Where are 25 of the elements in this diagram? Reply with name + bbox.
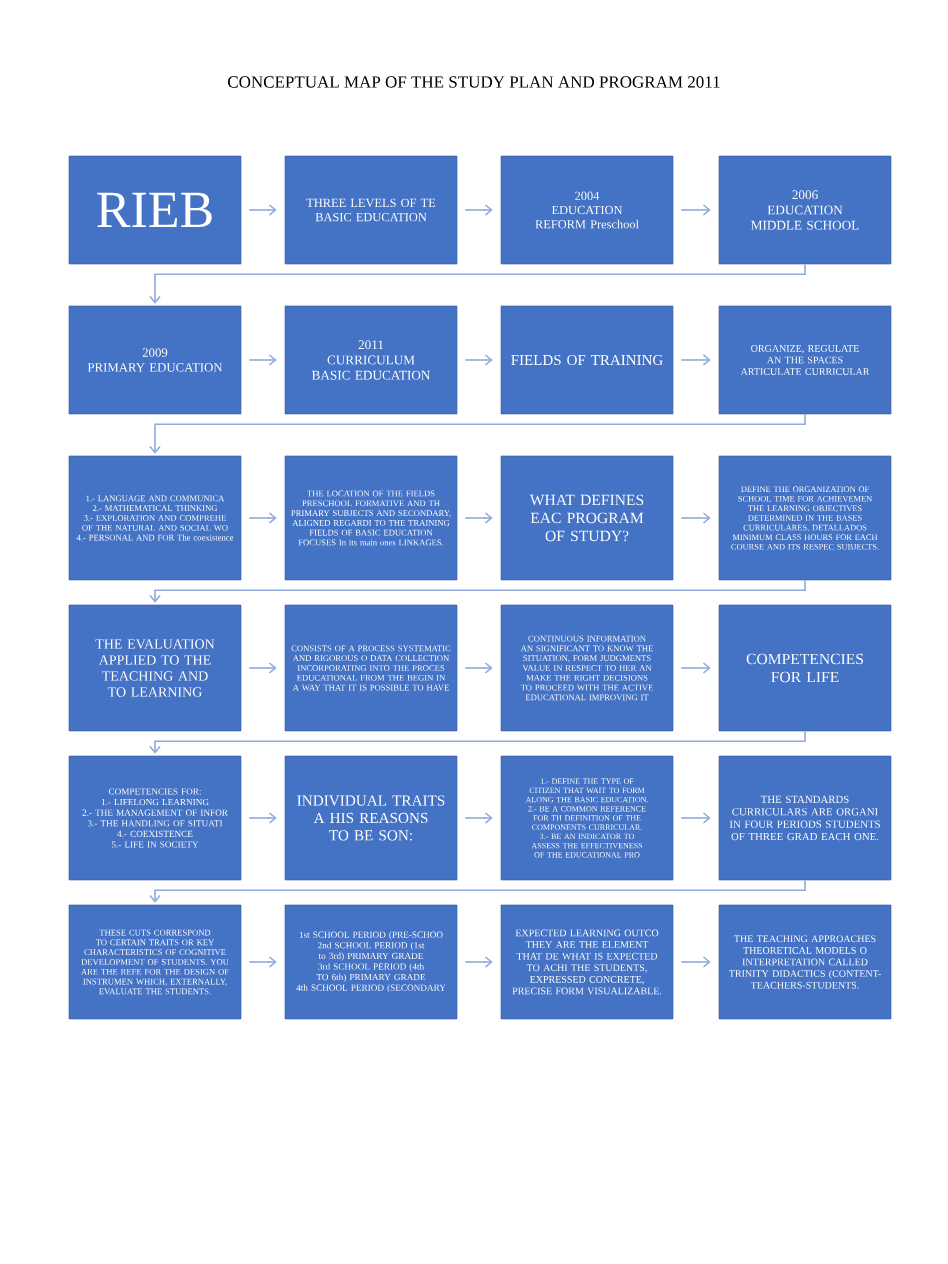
arrow <box>268 512 277 524</box>
arrow <box>268 662 277 674</box>
arrow <box>268 956 277 968</box>
arrow <box>484 204 493 216</box>
arrow <box>268 204 277 216</box>
arrow <box>702 512 711 524</box>
concept-box: RIEB <box>68 155 242 265</box>
arrow <box>149 579 806 603</box>
arrow <box>484 662 493 674</box>
arrow <box>149 730 806 754</box>
arrow <box>484 956 493 968</box>
arrow <box>484 812 493 824</box>
arrow <box>702 354 711 366</box>
arrow <box>268 354 277 366</box>
arrow <box>149 263 806 304</box>
arrow <box>484 354 493 366</box>
title: CONCEPTUAL MAP OF THE STUDY PLAN AND PROGRAM 2011 <box>228 76 720 88</box>
arrow <box>484 512 493 524</box>
arrow <box>702 662 711 674</box>
arrow <box>702 956 711 968</box>
arrow <box>702 812 711 824</box>
arrow <box>149 413 806 454</box>
arrow <box>268 812 277 824</box>
arrow <box>149 879 806 903</box>
arrow <box>702 204 711 216</box>
